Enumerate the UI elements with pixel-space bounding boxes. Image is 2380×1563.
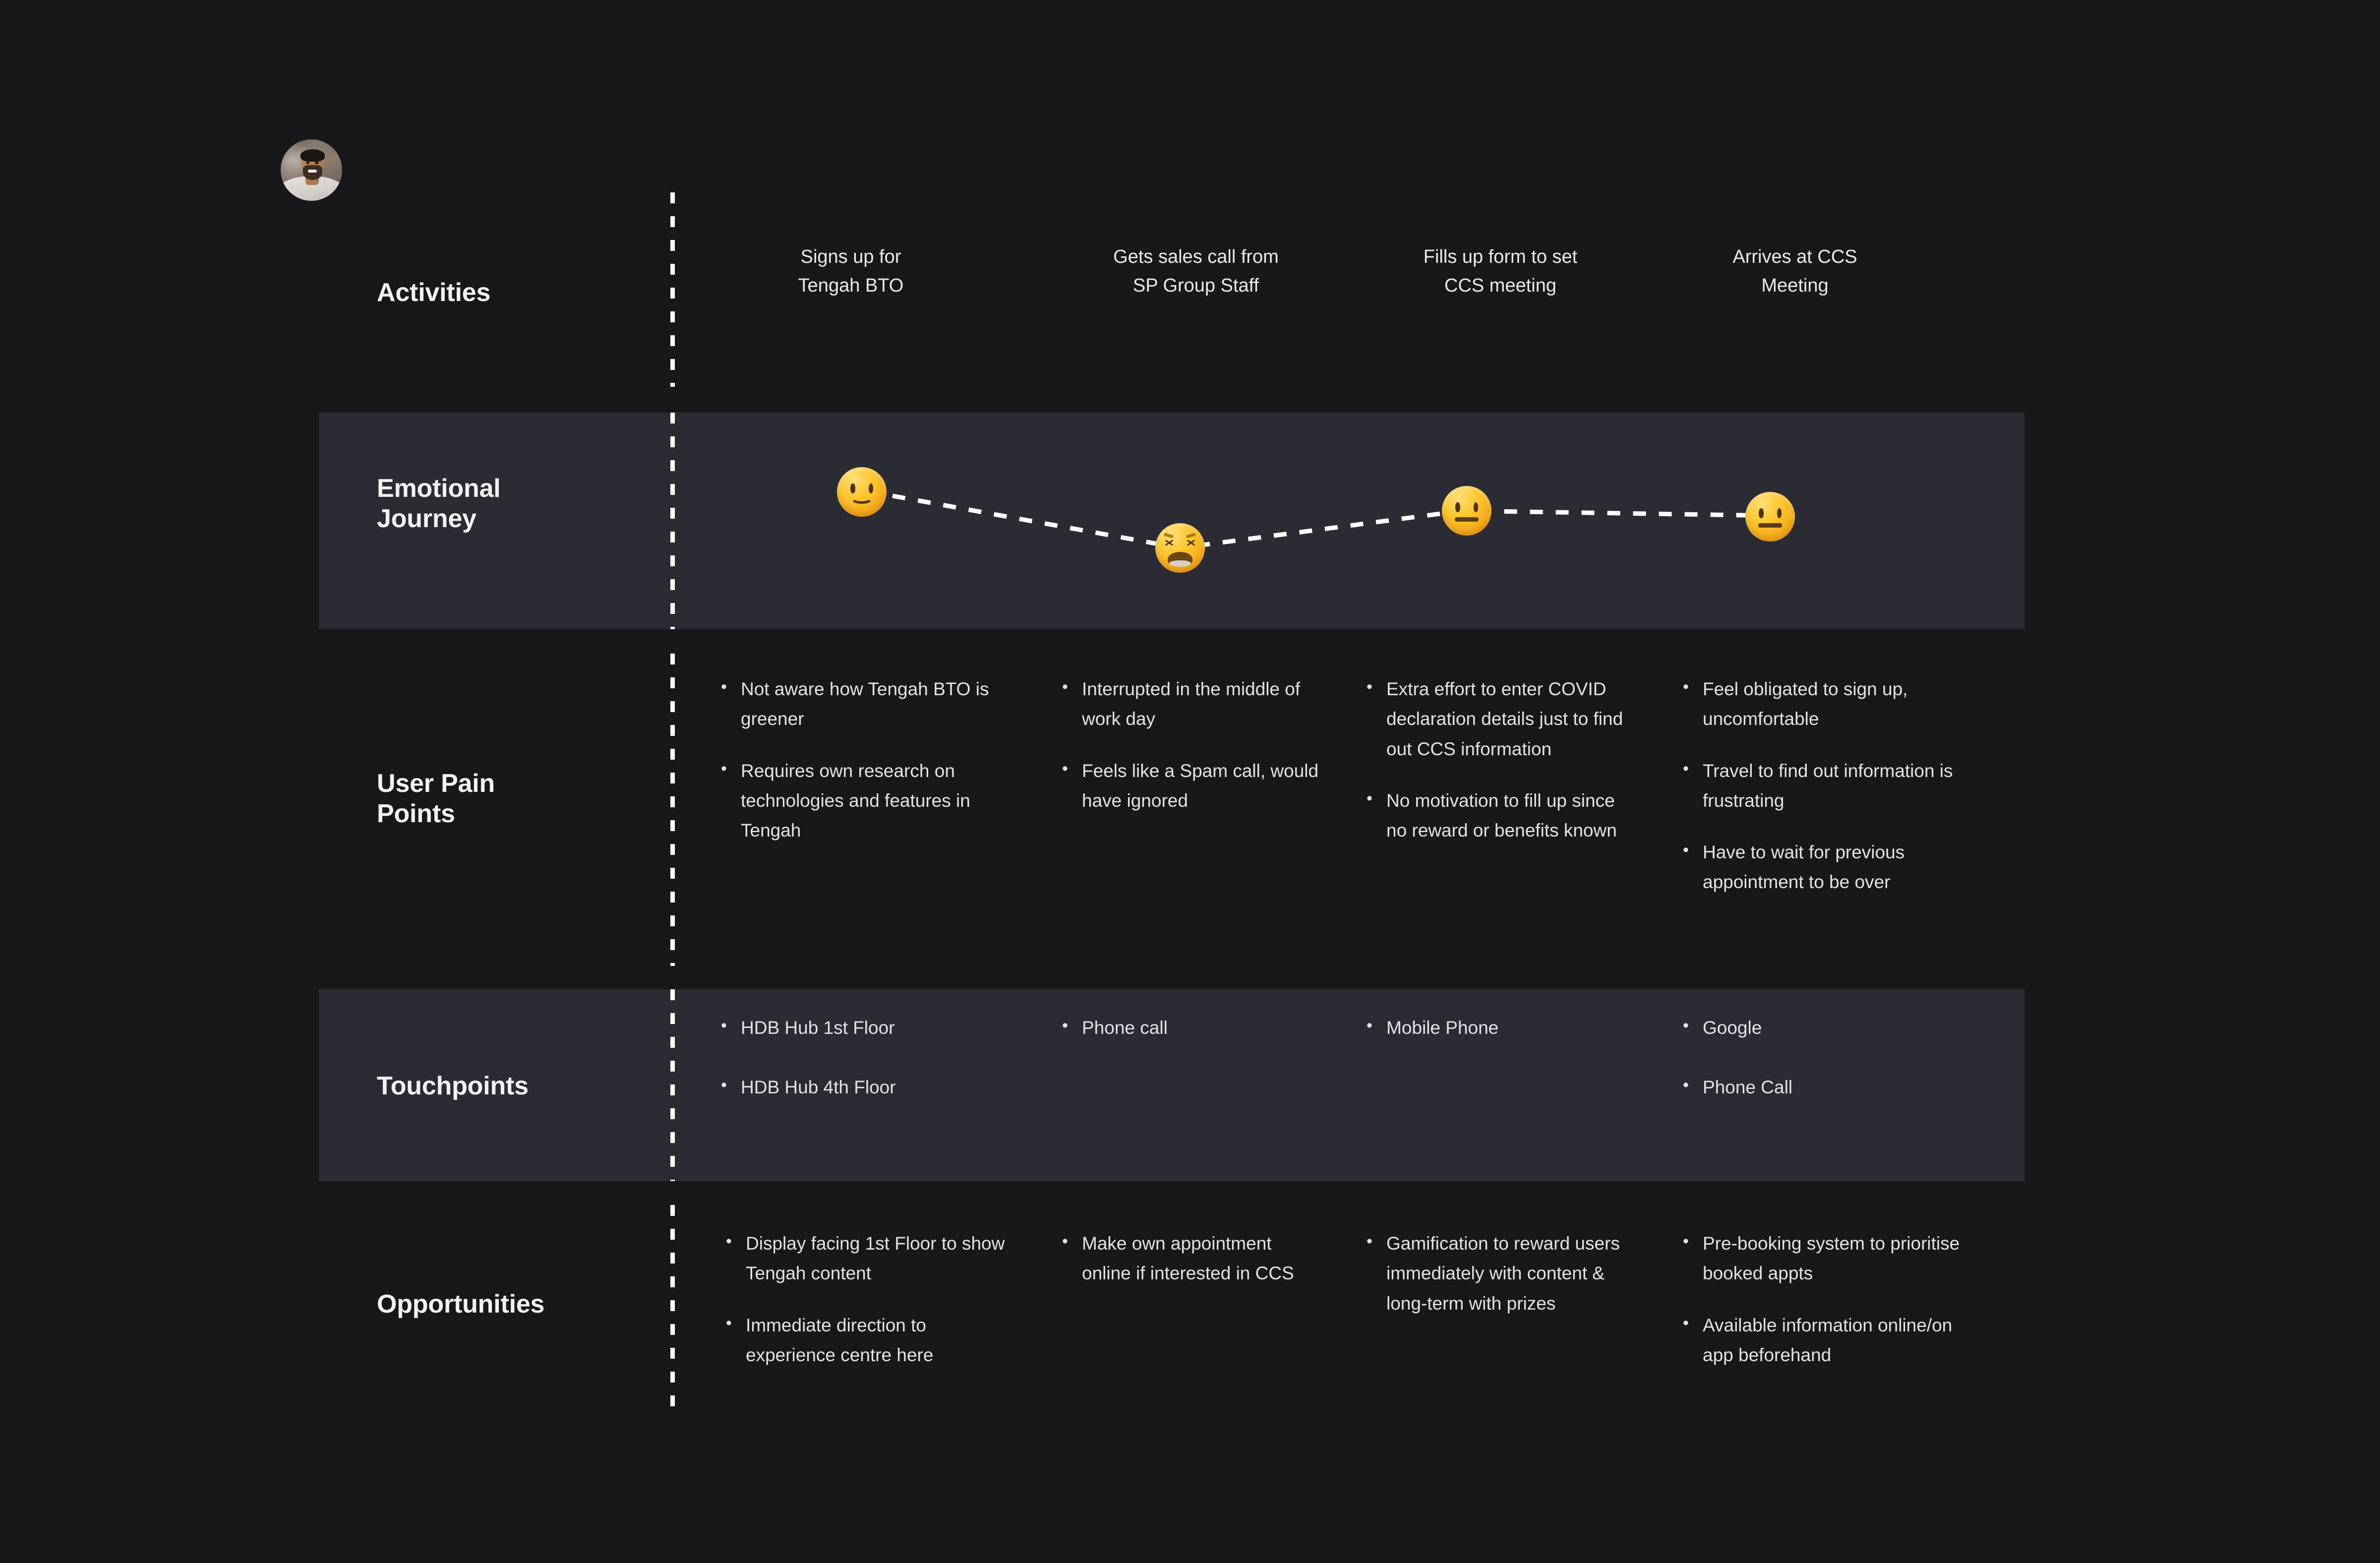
- pain-point-item: Feels like a Spam call, would have ignor…: [1060, 755, 1323, 816]
- row-label-activities: Activities: [377, 278, 491, 307]
- opportunity-item: Available information online/on app befo…: [1681, 1310, 1971, 1371]
- touchpoints-column-3: Google Phone Call: [1681, 1012, 1966, 1103]
- touchpoint-item: HDB Hub 4th Floor: [719, 1072, 997, 1102]
- emoji-brow-left: [1163, 533, 1174, 539]
- avatar-beard: [302, 165, 323, 180]
- emoji-eye-right: [1777, 508, 1782, 518]
- emotion-marker-2-neutral-face: [1442, 486, 1491, 536]
- opportunity-item: Make own appointment online if intereste…: [1060, 1228, 1323, 1289]
- opportunity-item: Immediate direction to experience centre…: [724, 1310, 1007, 1371]
- emoji-mouth-flat: [1758, 523, 1782, 528]
- pain-point-item: No motivation to fill up since no reward…: [1365, 785, 1632, 846]
- opportunities-column-0: Display facing 1st Floor to show Tengah …: [724, 1228, 1007, 1371]
- emoji-mouth-flat: [1455, 517, 1479, 522]
- timeline-divider-activities: [670, 192, 675, 387]
- emoji-eye-right: [868, 483, 873, 493]
- emoji-eye-left: [1759, 508, 1764, 518]
- emotion-marker-1-confounded-face: [1155, 523, 1205, 573]
- pain-point-item: Requires own research on technologies an…: [719, 755, 997, 846]
- touchpoint-item: HDB Hub 1st Floor: [719, 1012, 997, 1043]
- pain-point-item: Have to wait for previous appointment to…: [1681, 837, 1966, 898]
- touchpoints-column-2: Mobile Phone: [1365, 1012, 1632, 1043]
- opportunities-column-2: Gamification to reward users immediately…: [1365, 1228, 1632, 1319]
- row-label-touchpoints: Touchpoints: [377, 1072, 529, 1100]
- opportunities-column-3: Pre-booking system to prioritise booked …: [1681, 1228, 1971, 1371]
- emoji-eye-x-right: [1187, 538, 1195, 547]
- timeline-divider-emotional: [670, 413, 675, 629]
- touchpoints-column-1: Phone call: [1060, 1012, 1323, 1043]
- pain-point-item: Feel obligated to sign up, uncomfortable: [1681, 673, 1966, 734]
- timeline-divider-opportunities: [670, 1205, 675, 1416]
- avatar: [281, 139, 342, 201]
- emoji-eye-left: [850, 483, 855, 493]
- pain-point-item: Travel to find out information is frustr…: [1681, 755, 1966, 816]
- emoji-eye-x-left: [1165, 538, 1174, 547]
- timeline-divider-touchpoints: [670, 989, 675, 1181]
- touchpoints-column-0: HDB Hub 1st Floor HDB Hub 4th Floor: [719, 1012, 997, 1103]
- touchpoint-item: Google: [1681, 1012, 1966, 1043]
- avatar-smile: [307, 169, 317, 173]
- timeline-divider-painpoints: [670, 654, 675, 966]
- pain-points-column-0: Not aware how Tengah BTO is greener Requ…: [719, 673, 997, 846]
- avatar-hair: [300, 149, 325, 162]
- pain-point-item: Extra effort to enter COVID declaration …: [1365, 673, 1632, 764]
- emotion-marker-3-neutral-face: [1745, 492, 1795, 541]
- activity-header-1: Gets sales call from SP Group Staff: [1113, 246, 1279, 296]
- touchpoint-item: Phone call: [1060, 1012, 1323, 1043]
- pain-point-item: Not aware how Tengah BTO is greener: [719, 673, 997, 734]
- row-label-opportunities: Opportunities: [377, 1290, 545, 1319]
- emoji-mouth-open: [1168, 552, 1192, 567]
- opportunity-item: Display facing 1st Floor to show Tengah …: [724, 1228, 1007, 1289]
- pain-points-column-1: Interrupted in the middle of work day Fe…: [1060, 673, 1323, 816]
- opportunity-item: Pre-booking system to prioritise booked …: [1681, 1228, 1971, 1289]
- emotion-marker-0-slightly-smiling-face: [837, 467, 887, 517]
- avatar-eye-right: [315, 161, 319, 165]
- pain-point-item: Interrupted in the middle of work day: [1060, 673, 1323, 734]
- activity-header-2: Fills up form to set CCS meeting: [1423, 246, 1578, 296]
- emoji-eye-left: [1455, 502, 1460, 512]
- emoji-eye-right: [1473, 502, 1478, 512]
- activity-header-3: Arrives at CCS Meeting: [1732, 246, 1857, 296]
- pain-points-column-2: Extra effort to enter COVID declaration …: [1365, 673, 1632, 846]
- pain-points-column-3: Feel obligated to sign up, uncomfortable…: [1681, 673, 1966, 898]
- avatar-eye-left: [305, 161, 310, 165]
- emoji-mouth-smile: [850, 492, 873, 504]
- touchpoint-item: Mobile Phone: [1365, 1012, 1632, 1043]
- opportunities-column-1: Make own appointment online if intereste…: [1060, 1228, 1323, 1289]
- activity-header-0: Signs up for Tengah BTO: [798, 246, 904, 296]
- opportunity-item: Gamification to reward users immediately…: [1365, 1228, 1632, 1319]
- emoji-brow-right: [1186, 533, 1196, 539]
- row-label-emotional: Emotional Journey: [377, 474, 501, 533]
- touchpoint-item: Phone Call: [1681, 1072, 1966, 1102]
- row-label-pain-points: User Pain Points: [377, 769, 495, 828]
